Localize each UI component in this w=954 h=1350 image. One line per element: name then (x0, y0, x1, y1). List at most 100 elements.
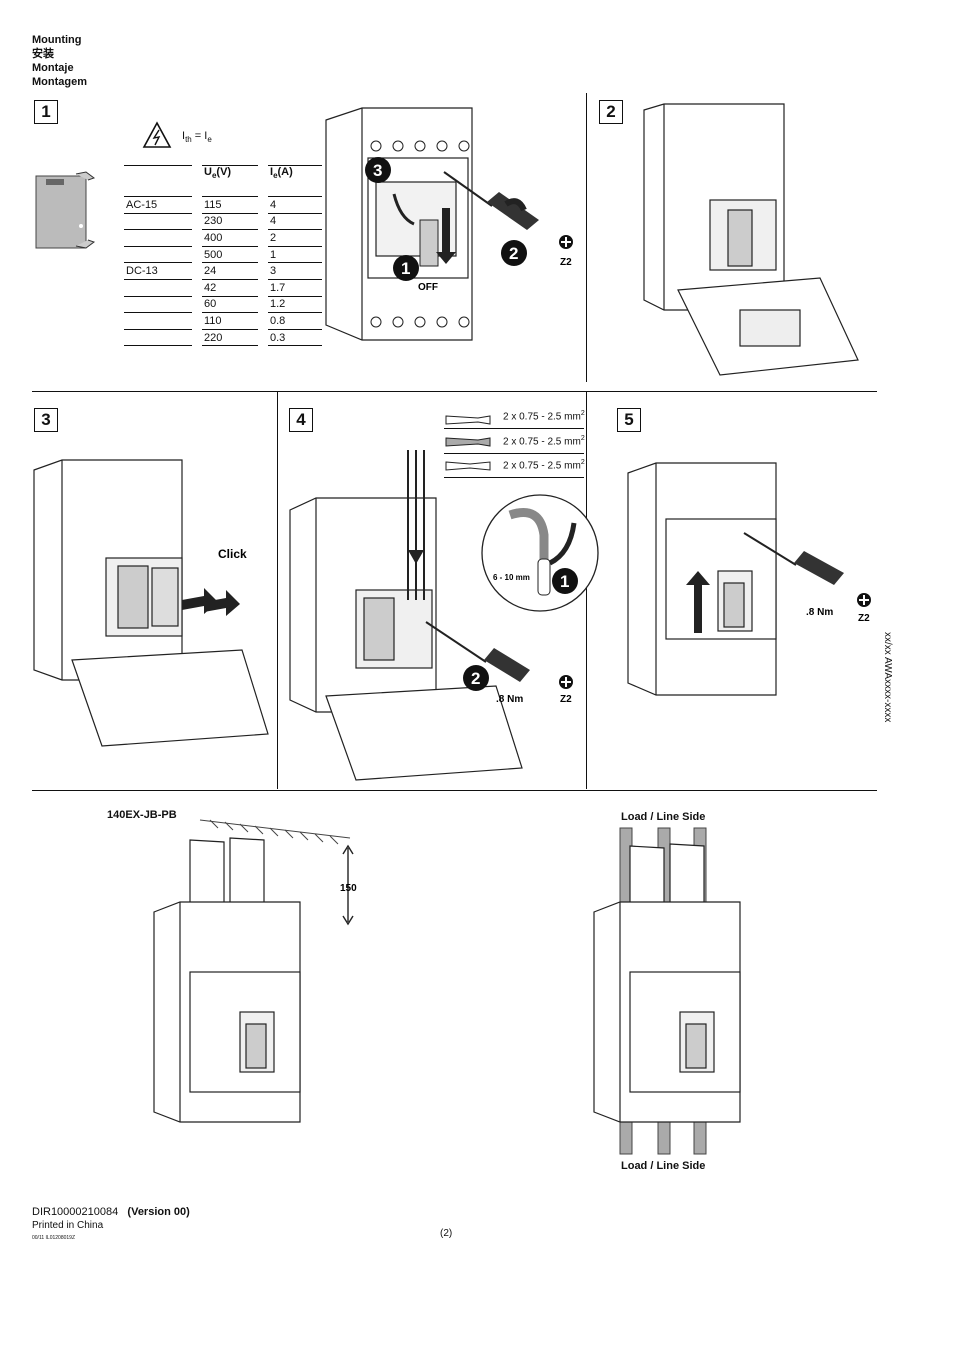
step-number-5: 5 (617, 408, 641, 432)
click-label: Click (218, 547, 247, 561)
voltage-cell: 220 (202, 329, 258, 347)
breaker-step2 (643, 103, 859, 376)
voltage-cell: 230 (202, 213, 258, 231)
step-number-4: 4 (289, 408, 313, 432)
z2-label: Z2 (560, 694, 572, 705)
divider (586, 93, 587, 382)
load-line-label-bottom: Load / Line Side (621, 1160, 706, 1172)
off-label: OFF (418, 282, 438, 293)
voltage-cell: 60 (202, 296, 258, 314)
step-number-2: 2 (599, 100, 623, 124)
category-cell (124, 296, 192, 314)
divider (444, 453, 584, 454)
heading-block: Mounting 安装 Montaje Montagem (32, 33, 87, 89)
z2-label: Z2 (560, 257, 572, 268)
phillips-icon (857, 593, 871, 607)
voltage-cell: 400 (202, 229, 258, 247)
category-cell (124, 246, 192, 264)
breaker-with-busbars (593, 827, 741, 1155)
rating-row: 220 0.3 (124, 329, 322, 347)
current-cell: 1 (268, 246, 322, 264)
page-number: (2) (440, 1228, 453, 1239)
divider (444, 477, 584, 478)
badge-3: 3 (365, 157, 391, 183)
rating-row: 400 2 (124, 229, 322, 247)
current-cell: 1.7 (268, 279, 322, 297)
rating-row: AC-15 115 4 (124, 196, 322, 214)
torque-label: .8 Nm (806, 607, 833, 618)
svg-text:1: 1 (560, 572, 569, 591)
voltage-cell: 42 (202, 279, 258, 297)
current-cell: 2 (268, 229, 322, 247)
current-cell: 3 (268, 262, 322, 280)
category-cell (124, 213, 192, 231)
svg-text:3: 3 (373, 161, 382, 180)
heading-line: Montaje (32, 62, 74, 74)
current-formula: Ith = Ie (182, 130, 212, 145)
divider (32, 790, 877, 791)
rating-row: 500 1 (124, 246, 322, 264)
voltage-cell: 500 (202, 246, 258, 264)
current-cell: 4 (268, 213, 322, 231)
breaker-with-barriers: 150 (153, 819, 357, 1123)
svg-text:2: 2 (471, 669, 480, 688)
svg-text:2: 2 (509, 244, 518, 263)
phillips-icon (559, 675, 573, 689)
header-current: Ie(A) (268, 165, 322, 197)
step-number-1: 1 (34, 100, 58, 124)
step-number-3: 3 (34, 408, 58, 432)
current-cell: 1.2 (268, 296, 322, 314)
category-cell (124, 279, 192, 297)
badge-2: 2 (501, 240, 527, 266)
heading-line: Montagem (32, 76, 87, 88)
badge-1: 1 (552, 568, 578, 594)
strip-detail: 1 6 - 10 mm (481, 494, 599, 612)
current-cell: 0.3 (268, 329, 322, 347)
category-cell: DC-13 (124, 262, 192, 280)
divider (32, 391, 877, 392)
category-cell (124, 329, 192, 347)
divider (277, 391, 278, 789)
strip-length-label: 6 - 10 mm (493, 573, 530, 582)
wire-types-icons (445, 415, 491, 471)
divider (586, 391, 587, 789)
breaker-step3: Click (33, 459, 269, 747)
wire-spec-1: 2 x 0.75 - 2.5 mm2 (503, 410, 585, 423)
rating-row: 230 4 (124, 213, 322, 231)
part-number-label: 140EX-JB-PB (107, 809, 177, 821)
heading-line: Mounting (32, 34, 82, 46)
voltage-cell: 110 (202, 312, 258, 330)
z2-label: Z2 (858, 613, 870, 624)
header-voltage: Ue(V) (202, 165, 258, 197)
warning-icon (142, 121, 172, 148)
vertical-code: xx/xx AWAxxxx-xxxx (882, 632, 893, 723)
breaker-step4: 2 .8 Nm Z2 (289, 450, 573, 781)
rating-row: 110 0.8 (124, 312, 322, 330)
svg-text:1: 1 (401, 259, 410, 278)
voltage-cell: 24 (202, 262, 258, 280)
torque-label: .8 Nm (496, 694, 523, 705)
voltage-cell: 115 (202, 196, 258, 214)
current-cell: 4 (268, 196, 322, 214)
category-cell (124, 312, 192, 330)
phillips-icon (559, 235, 573, 249)
print-code: 00/11 IL01208019Z (32, 1235, 76, 1241)
dimension-label: 150 (340, 883, 357, 894)
printed-label: Printed in China (32, 1220, 104, 1231)
badge-2: 2 (463, 665, 489, 691)
category-cell (124, 229, 192, 247)
rating-row: DC-13 24 3 (124, 262, 322, 280)
breaker-step1: OFF 1 2 3 Z2 (325, 107, 573, 341)
current-cell: 0.8 (268, 312, 322, 330)
aux-contact-drawing (35, 171, 96, 249)
heading-line: 安装 (32, 48, 54, 60)
load-line-label-top: Load / Line Side (621, 811, 706, 823)
divider (444, 428, 584, 429)
doc-number: DIR10000210084 (Version 00) (32, 1206, 190, 1218)
badge-1: 1 (393, 255, 419, 281)
wire-spec-3: 2 x 0.75 - 2.5 mm2 (503, 459, 585, 472)
category-cell: AC-15 (124, 196, 192, 214)
